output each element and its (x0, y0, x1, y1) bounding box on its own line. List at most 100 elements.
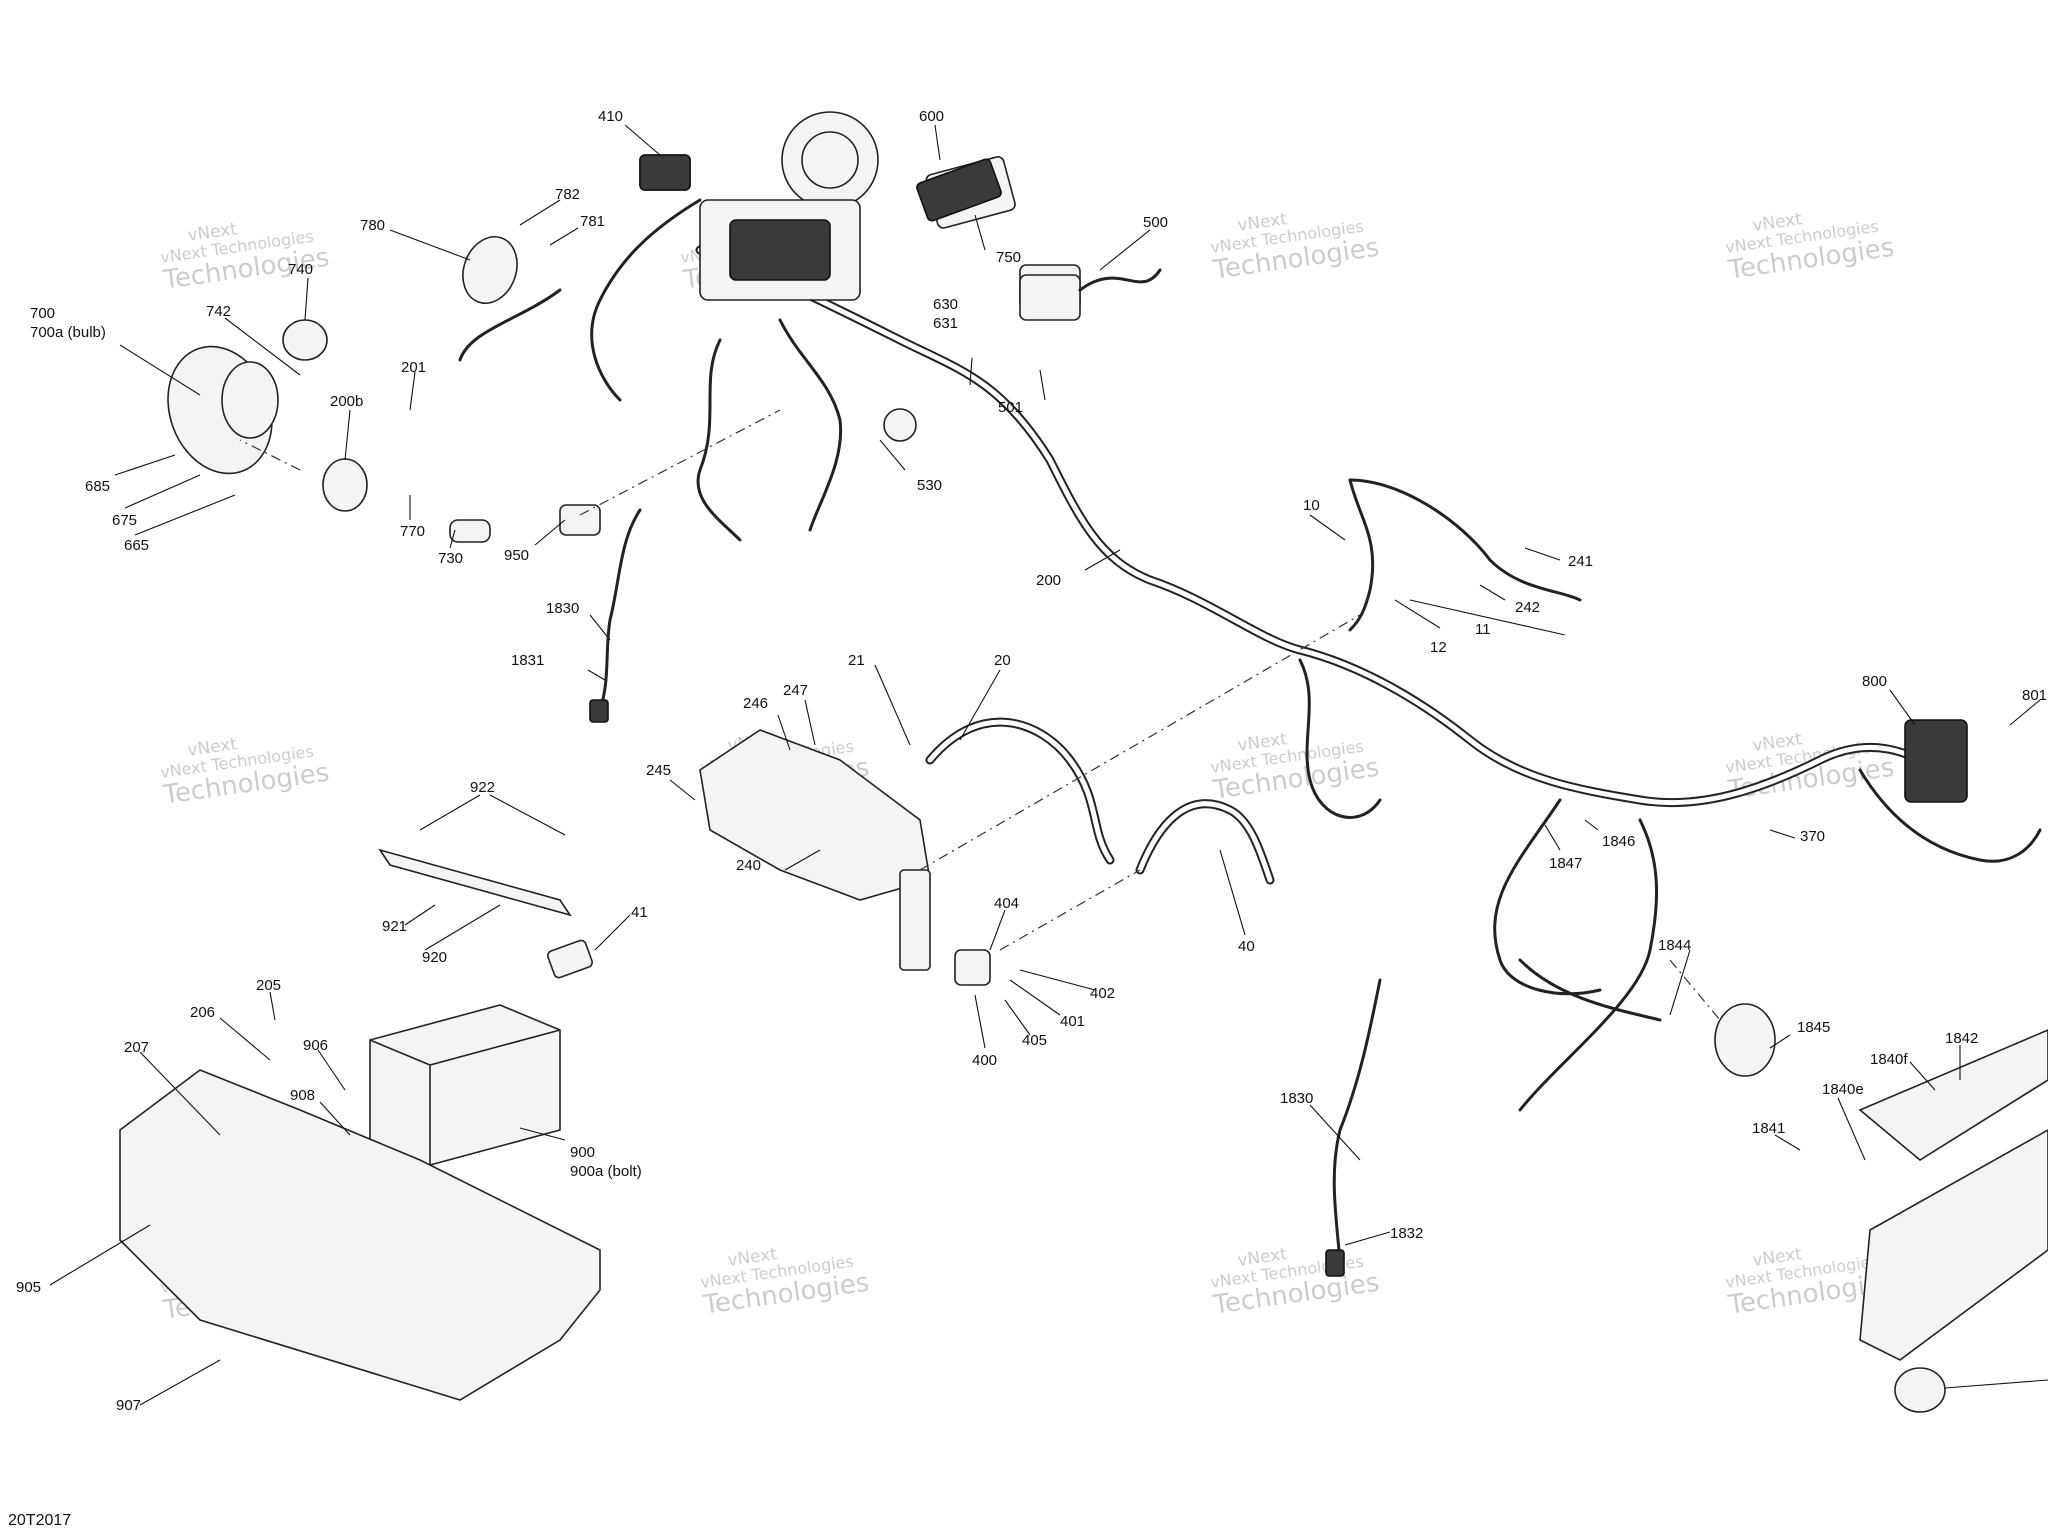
callout-950: 950 (504, 547, 529, 564)
sensor-cable-1830-upper (589, 508, 642, 723)
callout-906: 906 (303, 1037, 328, 1054)
callout-780: 780 (360, 217, 385, 234)
electronics-cluster (639, 111, 1081, 311)
callout-1840e: 1840e (1822, 1081, 1864, 1098)
callout-40: 40 (1238, 938, 1255, 955)
alignment-lines (239, 409, 1721, 1021)
module-800 (1904, 719, 1968, 803)
callout-242: 242 (1515, 599, 1540, 616)
watermark-11: vNext vNext Technologies Technologies (1209, 1244, 1381, 1321)
callout-1845: 1845 (1797, 1019, 1830, 1036)
callout-401: 401 (1060, 1013, 1085, 1030)
callout-402: 402 (1090, 985, 1115, 1002)
callout-370: 370 (1800, 828, 1825, 845)
callout-750: 750 (996, 249, 1021, 266)
bracket-1840 (1858, 1029, 2048, 1413)
callout-labels: 410 600 782 781 780 750 500 740 742 700 … (16, 108, 2047, 1414)
callout-241: 241 (1568, 553, 1593, 570)
callout-201: 201 (401, 359, 426, 376)
bracket-240 (699, 729, 931, 971)
callout-1847: 1847 (1549, 855, 1582, 872)
callout-11: 11 (1475, 621, 1491, 638)
callout-207: 207 (124, 1039, 149, 1056)
callout-1831: 1831 (511, 652, 544, 669)
watermark-7: vNext vNext Technologies Technologies (1209, 729, 1381, 806)
solenoid-400 (954, 949, 991, 986)
callout-21: 21 (848, 652, 865, 669)
callout-245: 245 (646, 762, 671, 779)
callout-206: 206 (190, 1004, 215, 1021)
callout-742: 742 (206, 303, 231, 320)
callout-770: 770 (400, 523, 425, 540)
part-950 (559, 504, 601, 536)
outlet-1845 (1714, 1003, 1776, 1077)
cable-10 (1348, 478, 1582, 632)
callout-1844: 1844 (1658, 937, 1691, 954)
callout-700a: 700a (bulb) (30, 324, 106, 341)
battery-tray-905 (119, 1069, 601, 1401)
terminal-41 (547, 939, 593, 979)
callout-1842: 1842 (1945, 1030, 1978, 1047)
callout-1830b: 1830 (1280, 1090, 1313, 1107)
leader-lines (49, 124, 2048, 1406)
callout-400: 400 (972, 1052, 997, 1069)
callout-41: 41 (631, 904, 648, 921)
cable-40 (1135, 799, 1275, 885)
callout-665: 665 (124, 537, 149, 554)
callout-920: 920 (422, 949, 447, 966)
callout-730: 730 (438, 550, 463, 567)
callout-908: 908 (290, 1087, 315, 1104)
socket-200b (322, 458, 368, 512)
callout-20: 20 (994, 652, 1011, 669)
callout-500: 500 (1143, 214, 1168, 231)
callout-630: 630 (933, 296, 958, 313)
callout-501: 501 (998, 399, 1023, 416)
headlight-700 (167, 319, 328, 475)
callout-675: 675 (112, 512, 137, 529)
callout-900a: 900a (bolt) (570, 1163, 642, 1180)
part-730 (449, 519, 491, 543)
callout-900: 900 (570, 1144, 595, 1161)
callout-205: 205 (256, 977, 281, 994)
watermark-3: vNext vNext Technologies Technologies (1209, 209, 1381, 286)
callout-200: 200 (1036, 572, 1061, 589)
cable-20 (925, 717, 1115, 865)
sensor-cable-1830-lower (1325, 978, 1382, 1277)
callout-800: 800 (1862, 673, 1887, 690)
callout-781: 781 (580, 213, 605, 230)
callout-246: 246 (743, 695, 768, 712)
callout-530: 530 (917, 477, 942, 494)
watermark-1: vNext vNext Technologies Technologies (159, 219, 331, 296)
callout-921: 921 (382, 918, 407, 935)
callout-1830a: 1830 (546, 600, 579, 617)
callout-922: 922 (470, 779, 495, 796)
callout-740: 740 (288, 261, 313, 278)
callout-600: 600 (919, 108, 944, 125)
callout-10: 10 (1303, 497, 1320, 514)
callout-631: 631 (933, 315, 958, 332)
watermark-4: vNext vNext Technologies Technologies (1724, 209, 1896, 286)
callout-240: 240 (736, 857, 761, 874)
callout-404: 404 (994, 895, 1019, 912)
callout-12: 12 (1430, 639, 1447, 656)
watermark-5: vNext vNext Technologies Technologies (159, 734, 331, 811)
battery-strap-920 (378, 848, 572, 917)
callout-200b: 200b (330, 393, 363, 410)
callout-1841: 1841 (1752, 1120, 1785, 1137)
callout-410: 410 (598, 108, 623, 125)
callout-905: 905 (16, 1279, 41, 1296)
sensor-530 (883, 408, 917, 442)
horn-780 (462, 236, 518, 304)
main-wiring-harness (458, 198, 2042, 1112)
callout-700: 700 (30, 305, 55, 322)
callout-1832: 1832 (1390, 1225, 1423, 1242)
relay-410 (639, 154, 691, 191)
callout-247: 247 (783, 682, 808, 699)
callout-685: 685 (85, 478, 110, 495)
callout-1840f: 1840f (1870, 1051, 1908, 1068)
module-600 (916, 158, 1002, 222)
switch-500 (1019, 268, 1162, 321)
callout-801: 801 (2022, 687, 2047, 704)
battery-900 (369, 1004, 561, 1166)
